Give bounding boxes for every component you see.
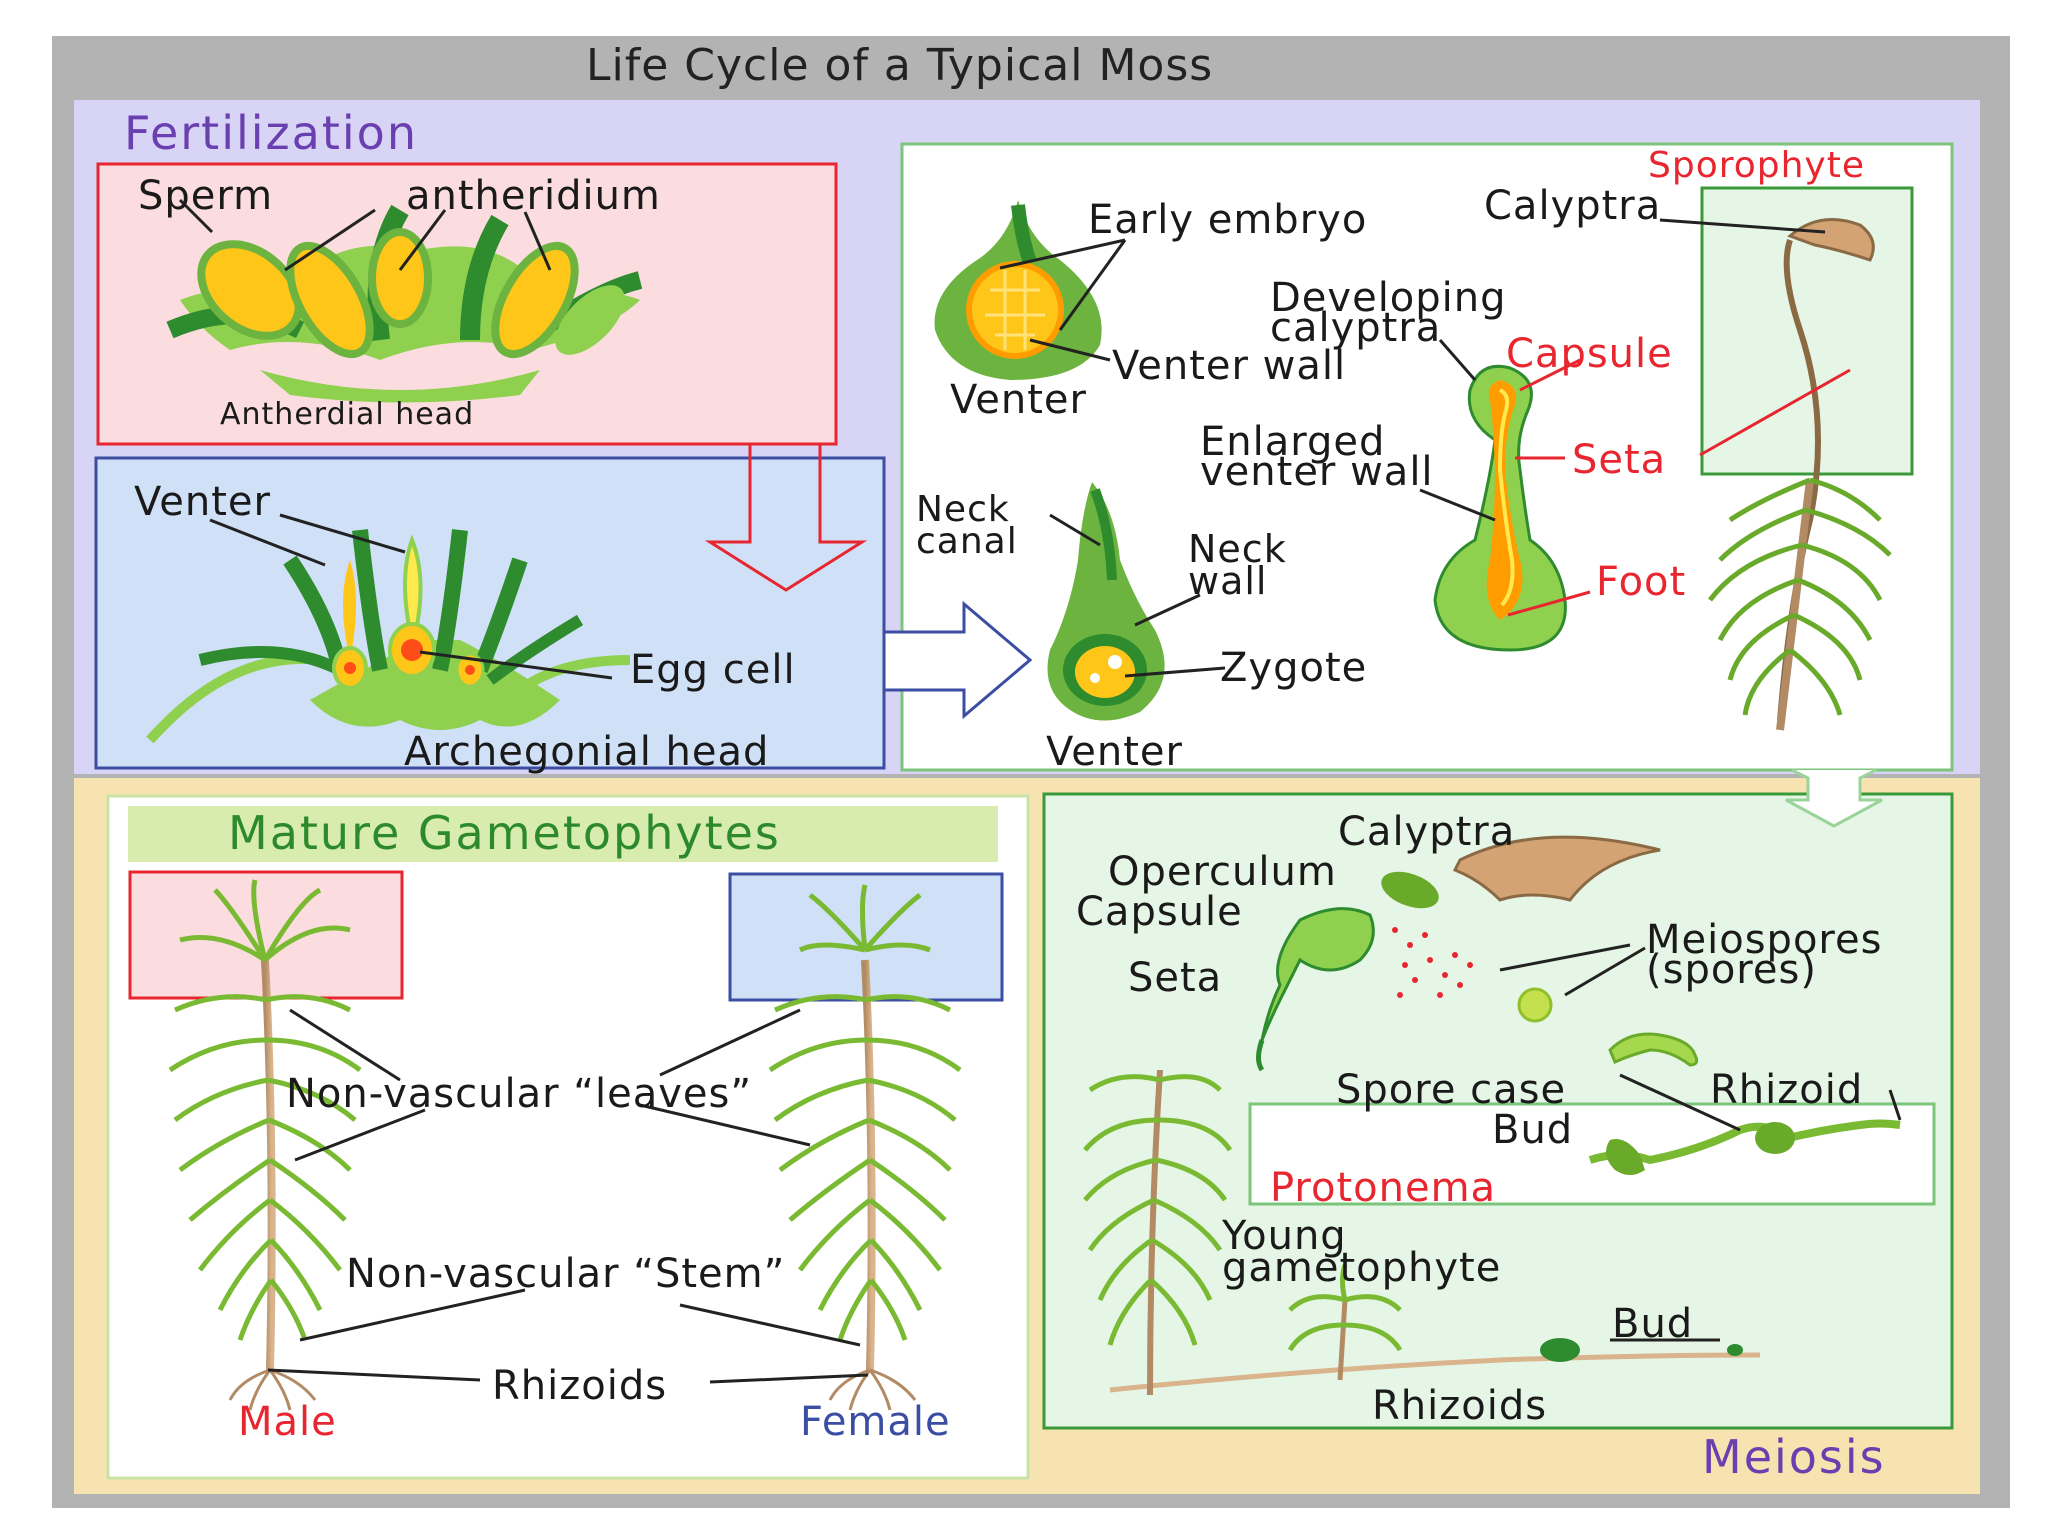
label-calyptra-top: Calyptra: [1484, 183, 1662, 229]
label-antherdial-head: Antherdial head: [220, 397, 475, 432]
label-venter-bottom: Venter: [1046, 729, 1183, 775]
label-spore-case: Spore case: [1336, 1067, 1567, 1113]
label-foot: Foot: [1596, 559, 1687, 605]
label-male: Male: [238, 1399, 337, 1445]
male-gametophyte-drawing: [168, 879, 362, 1411]
label-bud-young: Bud: [1612, 1301, 1694, 1347]
label-young-1: Young: [1222, 1213, 1347, 1259]
label-zygote: Zygote: [1220, 645, 1368, 691]
label-seta-red: Seta: [1572, 437, 1667, 483]
green-arrow: [1785, 768, 1883, 828]
gametophyte-leader-lines: [267, 1008, 869, 1384]
label-developing-calyptra-1: Developing: [1270, 275, 1507, 321]
mature-title-band: [128, 806, 998, 862]
capsule-calyptra-drawing: [1256, 835, 1661, 1072]
label-rhizoids-mature: Rhizoids: [492, 1363, 668, 1409]
section-meiosis: Meiosis: [1702, 1430, 1886, 1484]
label-neck-wall-2: wall: [1188, 559, 1268, 603]
antheridial-head-drawing: [166, 198, 643, 403]
label-developing-calyptra-2: calyptra: [1270, 305, 1442, 351]
archegonial-head-drawing: [146, 513, 631, 744]
section-mature-gametophytes: Mature Gametophytes: [228, 806, 781, 860]
label-venter-wall: Venter wall: [1112, 343, 1347, 389]
protonema-drawing: [1588, 1032, 1902, 1175]
label-venter-top: Venter: [950, 377, 1087, 423]
young-gametophytes-drawing: [1083, 1069, 1761, 1396]
label-sporophyte: Sporophyte: [1648, 145, 1865, 186]
red-arrow: [704, 442, 868, 592]
label-bud-protonema: Bud: [1492, 1107, 1574, 1153]
label-meiospores-1: Meiospores: [1646, 917, 1883, 963]
label-nonvascular-stem: Non-vascular “Stem”: [346, 1251, 786, 1297]
sporophyte-gametophyte-drawing: [1708, 477, 1892, 731]
diagram-title: Life Cycle of a Typical Moss: [586, 40, 1214, 91]
protonema-box: [1248, 1102, 1936, 1206]
female-gametophyte-drawing: [768, 884, 962, 1411]
label-sperm: Sperm: [138, 173, 274, 219]
label-archegonial-head: Archegonial head: [404, 729, 770, 775]
label-enlarged-venter-2: venter wall: [1200, 449, 1434, 495]
label-young-2: gametophyte: [1222, 1245, 1502, 1291]
zygote-drawing: [1047, 482, 1226, 721]
blue-arrow: [882, 600, 1033, 720]
label-neck-canal-1: Neck: [916, 489, 1010, 530]
label-operculum: Operculum: [1108, 849, 1337, 895]
label-neck-canal-2: canal: [916, 521, 1018, 562]
label-venter-archegonium: Venter: [134, 479, 271, 525]
label-enlarged-venter-1: Enlarged: [1200, 419, 1386, 465]
section-fertilization: Fertilization: [124, 106, 418, 160]
label-capsule-red: Capsule: [1506, 331, 1673, 377]
label-antheridium: antheridium: [406, 173, 661, 219]
label-female: Female: [800, 1399, 951, 1445]
label-egg-cell: Egg cell: [630, 647, 796, 693]
label-protonema: Protonema: [1270, 1165, 1497, 1211]
label-meiospores-2: (spores): [1646, 947, 1817, 993]
label-nonvascular-leaves: Non-vascular “leaves”: [286, 1071, 753, 1117]
label-early-embryo: Early embryo: [1088, 197, 1368, 243]
label-rhizoids-meiosis: Rhizoids: [1372, 1383, 1548, 1429]
developing-sporophyte-drawing: [1419, 339, 1591, 652]
label-capsule-meiosis: Capsule: [1076, 889, 1243, 935]
label-rhizoid: Rhizoid: [1710, 1067, 1864, 1113]
label-calyptra-meiosis: Calyptra: [1338, 809, 1516, 855]
label-seta-meiosis: Seta: [1128, 955, 1223, 1001]
early-embryo-drawing: [934, 200, 1127, 380]
label-neck-wall-1: Neck: [1188, 527, 1287, 571]
